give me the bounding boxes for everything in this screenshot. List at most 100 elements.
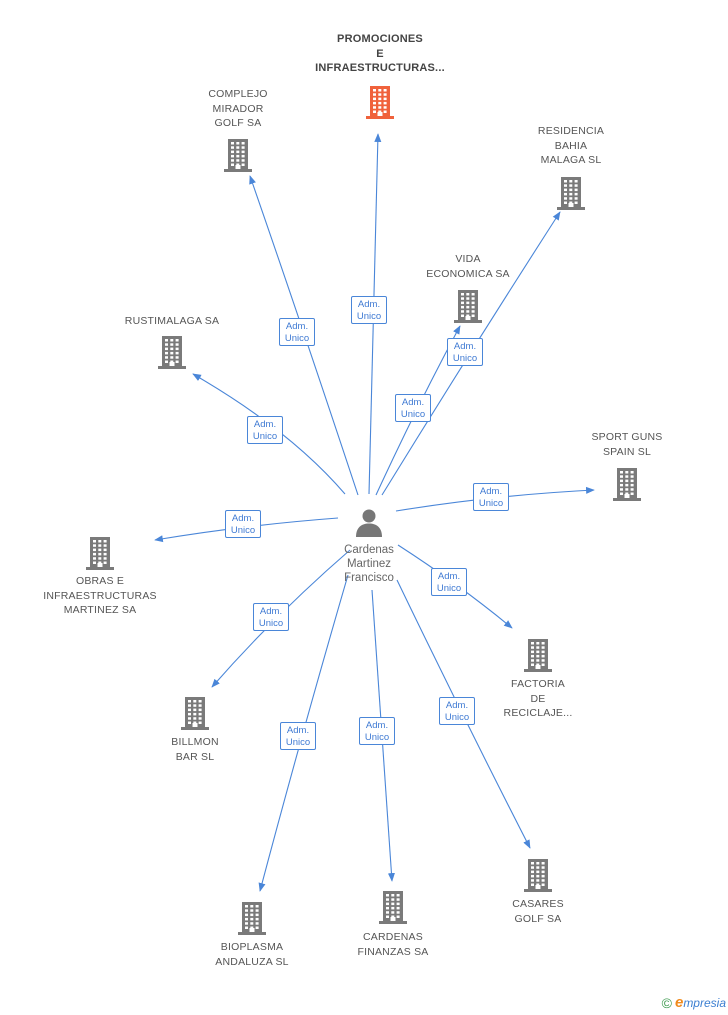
- company-name[interactable]: OBRAS E INFRAESTRUCTURAS MARTINEZ SA: [10, 574, 190, 618]
- relation-label-billmon-bar: Adm.Unico: [253, 603, 289, 631]
- relation-label-line: Adm.: [437, 571, 461, 582]
- company-name-line: MIRADOR: [212, 102, 264, 115]
- company-name[interactable]: PROMOCIONES E INFRAESTRUCTURAS...: [290, 32, 470, 76]
- person-name-line: Cardenas: [344, 544, 394, 556]
- company-node-vida-economica[interactable]: VIDA ECONOMICA SA: [378, 252, 558, 324]
- copyright-icon: ©: [661, 994, 672, 1011]
- company-node-complejo-mirador[interactable]: COMPLEJO MIRADOR GOLF SA: [148, 87, 328, 173]
- relation-label-residencia-bahia: Adm.Unico: [447, 338, 483, 366]
- company-node-casares-golf[interactable]: CASARES GOLF SA: [448, 857, 628, 926]
- company-name-line: COMPLEJO: [208, 88, 268, 100]
- company-name-line: MARTINEZ SA: [63, 604, 137, 616]
- company-name[interactable]: BILLMON BAR SL: [105, 735, 285, 764]
- company-node-sport-guns[interactable]: SPORT GUNS SPAIN SL: [537, 430, 717, 502]
- company-name-line: OBRAS E: [75, 575, 125, 587]
- company-node-promociones[interactable]: PROMOCIONES E INFRAESTRUCTURAS...: [290, 32, 470, 120]
- company-name-line: RESIDENCIA: [537, 125, 605, 137]
- relation-label-line: Adm.: [357, 299, 381, 310]
- company-name[interactable]: RUSTIMALAGA SA: [82, 314, 262, 329]
- company-name[interactable]: CARDENAS FINANZAS SA: [303, 930, 483, 959]
- company-name-line: CASARES: [512, 898, 564, 910]
- company-node-obras-infra[interactable]: OBRAS E INFRAESTRUCTURAS MARTINEZ SA: [10, 535, 190, 618]
- relation-label-vida-economica: Adm.Unico: [395, 394, 431, 422]
- company-name-line: FINANZAS SA: [357, 945, 429, 958]
- relation-label-bioplasma: Adm.Unico: [280, 722, 316, 750]
- relation-label-line: Unico: [478, 498, 504, 509]
- company-name-line: ECONOMICA SA: [426, 267, 510, 280]
- building-icon: [181, 697, 209, 730]
- company-name-line: BAHIA: [554, 139, 588, 152]
- company-name[interactable]: CASARES GOLF SA: [448, 897, 628, 926]
- company-name-line: CARDENAS: [363, 931, 423, 943]
- company-name[interactable]: RESIDENCIA BAHIA MALAGA SL: [481, 124, 661, 168]
- company-node-rustimalaga[interactable]: RUSTIMALAGA SA: [82, 314, 262, 370]
- building-icon: [224, 139, 252, 172]
- relation-label-complejo-mirador: Adm.Unico: [279, 318, 315, 346]
- relation-label-line: Adm.: [231, 513, 255, 524]
- relation-label-line: Unico: [364, 732, 390, 743]
- building-icon: [524, 859, 552, 892]
- building-icon: [454, 290, 482, 323]
- company-node-billmon-bar[interactable]: BILLMON BAR SL: [105, 695, 285, 764]
- relation-label-cardenas-finanzas: Adm.Unico: [359, 717, 395, 745]
- company-name-line: INFRAESTRUCTURAS: [43, 589, 157, 602]
- relation-label-line: Unico: [436, 583, 462, 594]
- building-icon: [158, 336, 186, 369]
- company-name-line: SPORT GUNS: [591, 431, 663, 443]
- company-name-line: GOLF SA: [514, 912, 562, 925]
- relation-label-sport-guns: Adm.Unico: [473, 483, 509, 511]
- relation-label-line: Unico: [252, 431, 278, 442]
- person-name-line: Francisco: [344, 572, 394, 584]
- company-name-line: VIDA: [455, 253, 481, 265]
- building-icon: [86, 537, 114, 570]
- person-name-line: Martinez: [346, 558, 392, 570]
- company-name-line: GOLF SA: [214, 117, 262, 129]
- relation-label-line: Adm.: [285, 321, 309, 332]
- company-node-residencia-bahia[interactable]: RESIDENCIA BAHIA MALAGA SL: [481, 124, 661, 211]
- relation-label-line: Adm.: [453, 341, 477, 352]
- relation-label-line: Unico: [258, 618, 284, 629]
- company-name-line: PROMOCIONES: [337, 33, 423, 45]
- relation-label-line: Adm.: [401, 397, 425, 408]
- company-name-line: SPAIN SL: [602, 445, 652, 458]
- company-name-line: MALAGA SL: [540, 154, 602, 166]
- relation-label-rustimalaga: Adm.Unico: [247, 416, 283, 444]
- company-name-line: INFRAESTRUCTURAS...: [315, 62, 445, 74]
- empresia-logo[interactable]: empresia: [674, 994, 726, 1011]
- relation-label-line: Adm.: [479, 486, 503, 497]
- building-icon: [613, 468, 641, 501]
- company-name[interactable]: SPORT GUNS SPAIN SL: [537, 430, 717, 459]
- company-name-line: RECICLAJE...: [503, 707, 573, 719]
- building-icon: [524, 639, 552, 672]
- relation-label-line: Unico: [230, 525, 256, 536]
- relation-label-obras-infra: Adm.Unico: [225, 510, 261, 538]
- company-node-bioplasma[interactable]: BIOPLASMA ANDALUZA SL: [162, 900, 342, 969]
- building-icon: [238, 902, 266, 935]
- relation-label-promociones: Adm.Unico: [351, 296, 387, 324]
- relation-label-line: Unico: [356, 311, 382, 322]
- building-icon: [557, 177, 585, 210]
- relation-label-line: Adm.: [445, 700, 469, 711]
- company-node-cardenas-finanzas[interactable]: CARDENAS FINANZAS SA: [303, 889, 483, 959]
- company-name-line: BIOPLASMA: [220, 941, 284, 953]
- company-name-line: ANDALUZA SL: [215, 955, 289, 968]
- relation-label-casares-golf: Adm.Unico: [439, 697, 475, 725]
- company-name-line: E: [376, 47, 384, 60]
- company-name[interactable]: COMPLEJO MIRADOR GOLF SA: [148, 87, 328, 131]
- company-name[interactable]: BIOPLASMA ANDALUZA SL: [162, 940, 342, 969]
- company-name-line: BILLMON: [171, 736, 219, 748]
- relation-label-line: Adm.: [286, 725, 310, 736]
- relation-label-line: Adm.: [365, 720, 389, 731]
- footer-brand: © empresia: [662, 994, 726, 1011]
- relation-label-factoria-reciclaje: Adm.Unico: [431, 568, 467, 596]
- company-name[interactable]: VIDA ECONOMICA SA: [378, 252, 558, 281]
- building-icon: [379, 891, 407, 924]
- relation-label-line: Adm.: [259, 606, 283, 617]
- relation-label-line: Unico: [444, 712, 470, 723]
- company-name-line: BAR SL: [175, 750, 215, 763]
